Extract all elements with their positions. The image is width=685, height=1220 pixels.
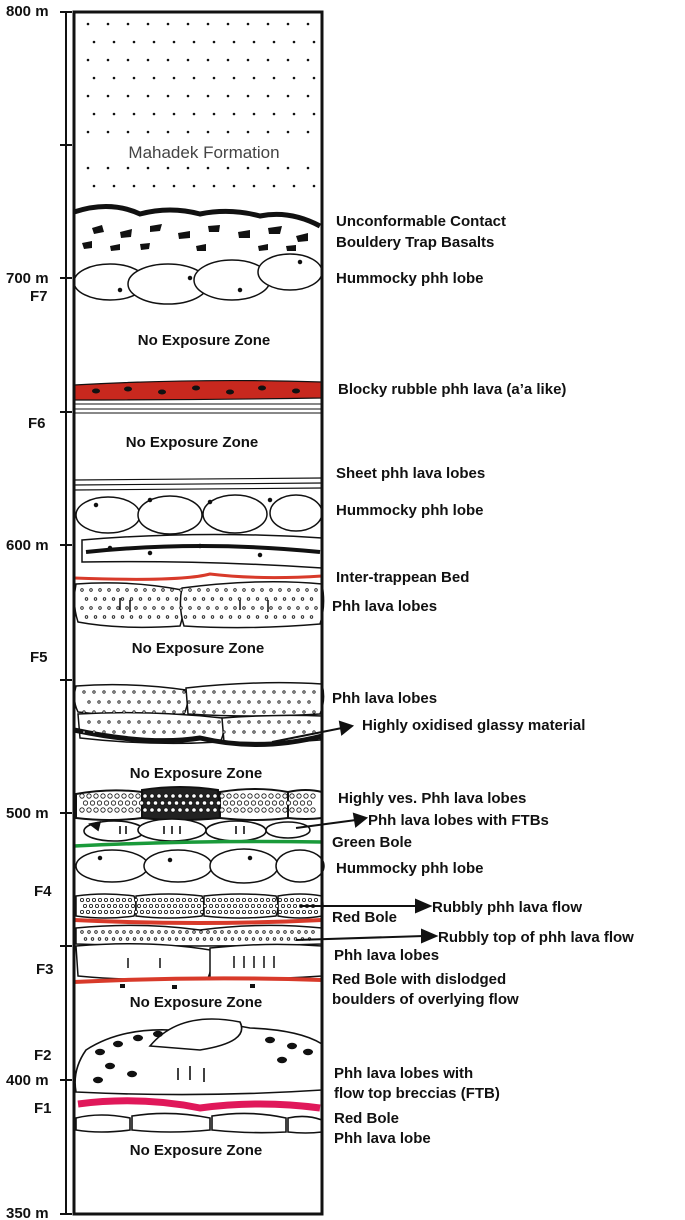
annotation-label: Red Bole with dislodged — [332, 971, 506, 988]
hummocky-lobe-f5 — [75, 494, 323, 569]
annotation-label: Blocky rubble phh lava (a’a like) — [338, 381, 566, 398]
tick-label-500: 500 m — [6, 805, 49, 822]
annotation-label: Rubbly phh lava flow — [432, 899, 582, 916]
sheet-lava-lobes — [73, 477, 323, 491]
flow-label-f4: F4 — [34, 883, 52, 900]
flow-label-f3: F3 — [36, 961, 54, 978]
phh-lava-lobes-f3 — [75, 943, 323, 981]
red-bole-with-boulders — [73, 976, 323, 989]
annotation-label: Inter-trappean Bed — [336, 569, 469, 586]
annotation-label: Rubbly top of phh lava flow — [438, 929, 634, 946]
lobes-with-ftbs — [83, 818, 311, 842]
arrow-glassy — [271, 727, 343, 743]
unconformable-contact — [73, 203, 322, 229]
annotation-arrows — [271, 720, 439, 944]
red-bole-f4 — [73, 918, 323, 925]
column-frame — [72, 10, 324, 1216]
arrow-rubbly-top — [295, 935, 425, 941]
annotation-label: Hummocky phh lobe — [336, 502, 484, 519]
mahadek-formation-label: Mahadek Formation — [128, 143, 279, 162]
annotation-label: Hummocky phh lobe — [336, 270, 484, 287]
flow-label-f5: F5 — [30, 649, 48, 666]
annotation-labels: Unconformable Contact Bouldery Trap Basa… — [332, 213, 634, 1147]
annotation-label: Green Bole — [332, 834, 412, 851]
annotation-label: Phh lava lobes with FTBs — [368, 812, 549, 829]
no-exposure-zone-label: No Exposure Zone — [130, 765, 263, 782]
vesicle-pattern — [82, 690, 316, 734]
tick-label-800: 800 m — [6, 3, 49, 20]
blocky-rubble-layer — [73, 379, 323, 401]
annotation-label: Highly ves. Phh lava lobes — [338, 790, 526, 807]
no-exposure-zone-label: No Exposure Zone — [138, 332, 271, 349]
vesicle-pattern — [80, 898, 318, 915]
vesicle-pattern — [80, 588, 318, 619]
flow-label-f2: F2 — [34, 1047, 52, 1064]
red-bole-f1 — [77, 1097, 321, 1112]
vesicle-pattern — [80, 930, 315, 941]
f6-base-lines — [74, 403, 322, 414]
mahadek-dot-pattern — [86, 22, 316, 188]
no-exposure-zone-label: No Exposure Zone — [130, 1142, 263, 1159]
bouldery-trap-basalts — [82, 224, 308, 251]
annotation-label: Red Bole — [332, 909, 397, 926]
phh-lava-lobes-f5-lower — [73, 681, 325, 747]
annotation-label: Phh lava lobes — [332, 690, 437, 707]
inter-trappean-bed — [73, 572, 323, 581]
hummocky-lobe-f7 — [73, 253, 323, 305]
annotation-label: Phh lava lobes — [334, 947, 439, 964]
rubbly-top-f3 — [75, 924, 323, 947]
annotation-label: Highly oxidised glassy material — [362, 717, 585, 734]
flow-label-f1: F1 — [34, 1100, 52, 1117]
annotation-label: Sheet phh lava lobes — [336, 465, 485, 482]
no-exposure-zone-label: No Exposure Zone — [126, 434, 259, 451]
no-exposure-zone-label: No Exposure Zone — [132, 640, 265, 657]
vesicle-pattern — [79, 793, 316, 813]
tick-label-600: 600 m — [6, 537, 49, 554]
annotation-label: Phh lava lobes — [332, 598, 437, 615]
phh-lava-lobes-f5-upper — [73, 581, 325, 629]
flow-label-f6: F6 — [28, 415, 46, 432]
mahadek-formation: Mahadek Formation — [86, 22, 320, 188]
tick-label-400: 400 m — [6, 1072, 49, 1089]
tick-label-350: 350 m — [6, 1205, 49, 1220]
annotation-label: Bouldery Trap Basalts — [336, 234, 494, 251]
lobes-with-ftb-f2 — [74, 1018, 323, 1096]
arrow-ftbs — [295, 819, 357, 829]
depth-axis: 800 m 700 m 600 m 500 m 400 m 350 m F7 F… — [6, 3, 72, 1220]
no-exposure-zone-label: No Exposure Zone — [130, 994, 263, 1011]
annotation-label: boulders of overlying flow — [332, 991, 519, 1008]
flow-top-breccia-clasts — [93, 1030, 313, 1084]
annotation-label: Hummocky phh lobe — [336, 860, 484, 877]
phh-lava-lobe-f1 — [75, 1112, 323, 1134]
annotation-label: Phh lava lobe — [334, 1130, 431, 1147]
hummocky-lobe-f4 — [75, 848, 325, 884]
green-bole — [73, 839, 323, 848]
flow-label-f7: F7 — [30, 288, 48, 305]
annotation-label: flow top breccias (FTB) — [334, 1085, 500, 1102]
annotation-label: Phh lava lobes with — [334, 1065, 473, 1082]
annotation-label: Unconformable Contact — [336, 213, 506, 230]
annotation-label: Red Bole — [334, 1110, 399, 1127]
tick-label-700: 700 m — [6, 270, 49, 287]
